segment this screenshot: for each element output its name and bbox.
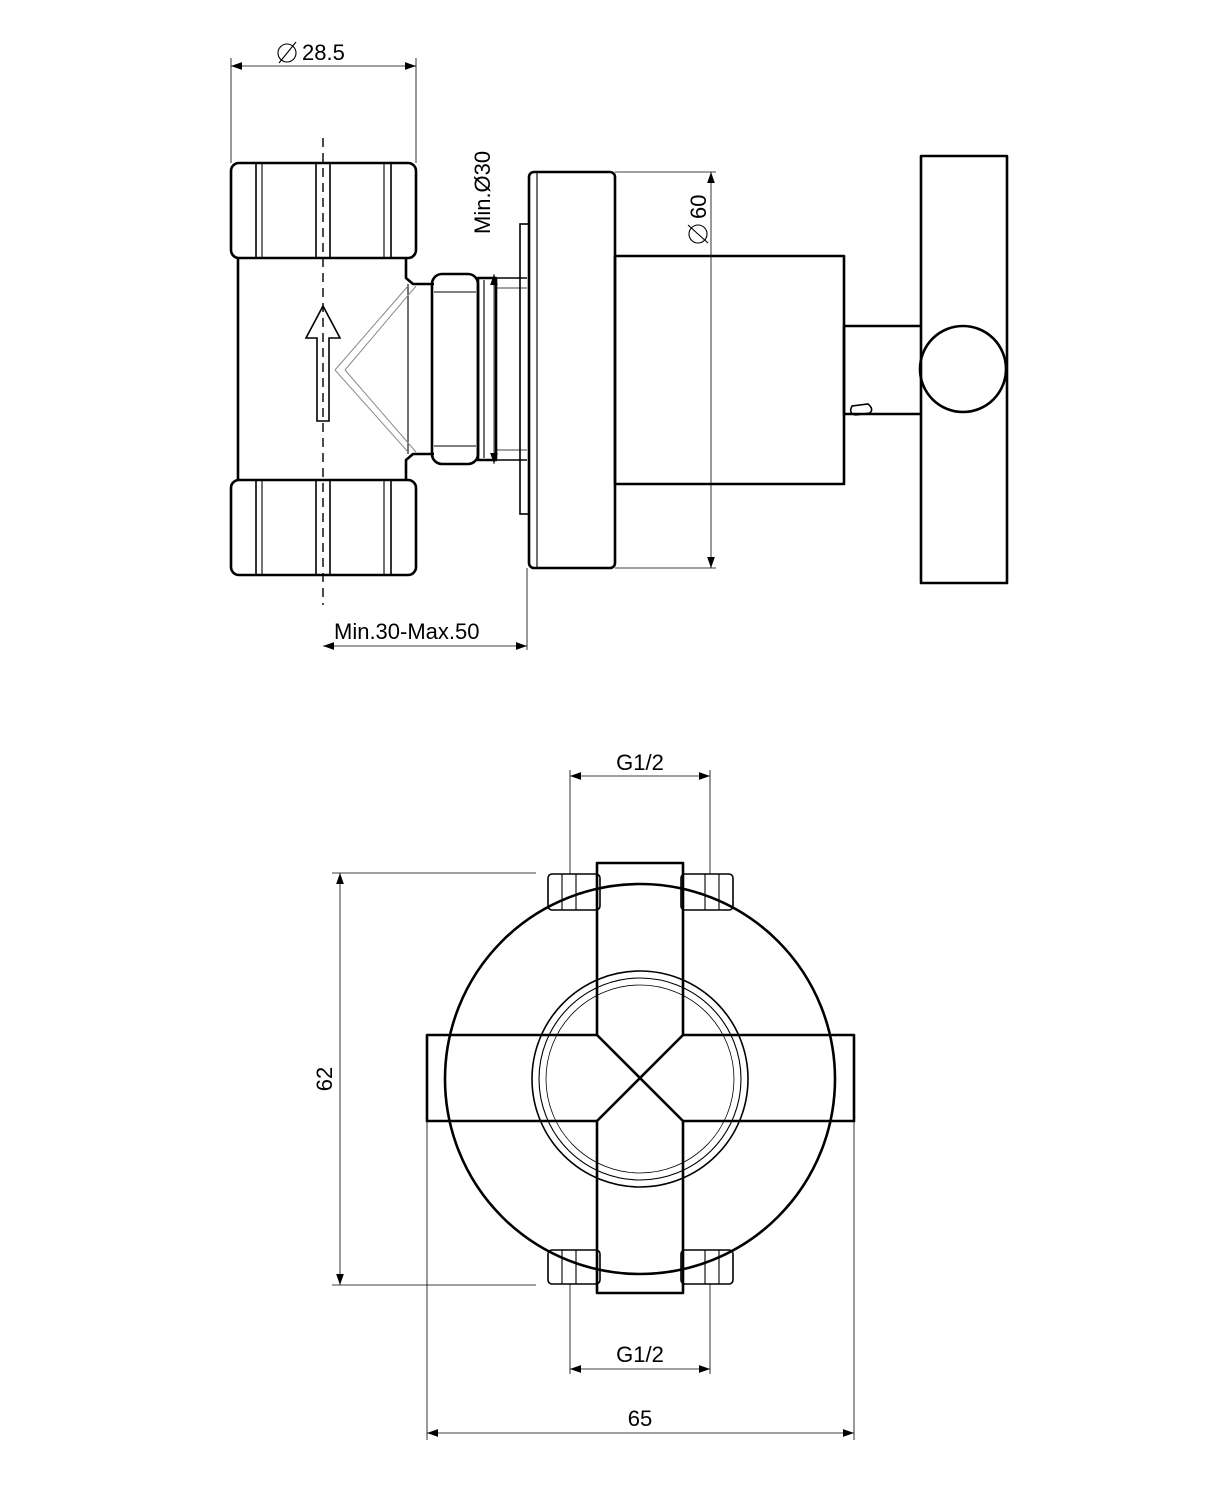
diameter-symbol-icon-2 (687, 224, 709, 244)
dim-nut-diameter: 28.5 (230, 40, 417, 163)
cross-handle-front (425, 861, 856, 1295)
top-inlet-stubs (547, 873, 734, 911)
dim-height-label: 62 (312, 1067, 337, 1091)
spindle-housing (613, 254, 920, 486)
dim-width: 65 (426, 1121, 855, 1440)
cartridge-neck (430, 272, 527, 466)
rosette (443, 882, 837, 1276)
cross-handle-side (918, 154, 1009, 585)
dim-thread-bottom-label: G1/2 (616, 1342, 664, 1367)
wall-flange (519, 170, 617, 570)
side-view: 28.5 Min.Ø30 60 Min.30-Max.50 (229, 40, 1009, 650)
dim-width-label: 65 (628, 1406, 652, 1431)
dim-height: 62 (312, 872, 536, 1286)
bottom-inlet-stubs (547, 1249, 734, 1285)
dim-min-hole: Min.Ø30 (470, 151, 498, 464)
dim-install-depth: Min.30-Max.50 (323, 568, 528, 650)
front-view: G1/2 G1/2 62 65 (312, 750, 856, 1440)
dim-flange-diameter: 60 (615, 171, 716, 569)
valve-body (236, 258, 434, 480)
dim-install-depth-label: Min.30-Max.50 (334, 619, 480, 644)
dim-flange-diameter-label: 60 (686, 195, 711, 219)
dim-thread-top: G1/2 (569, 750, 711, 874)
dim-min-hole-label: Min.Ø30 (470, 151, 495, 234)
dim-nut-diameter-label: 28.5 (302, 40, 345, 65)
dim-thread-top-label: G1/2 (616, 750, 664, 775)
diameter-symbol-icon (277, 41, 297, 64)
flow-arrow-icon (304, 304, 342, 422)
dim-thread-bottom: G1/2 (569, 1284, 711, 1374)
